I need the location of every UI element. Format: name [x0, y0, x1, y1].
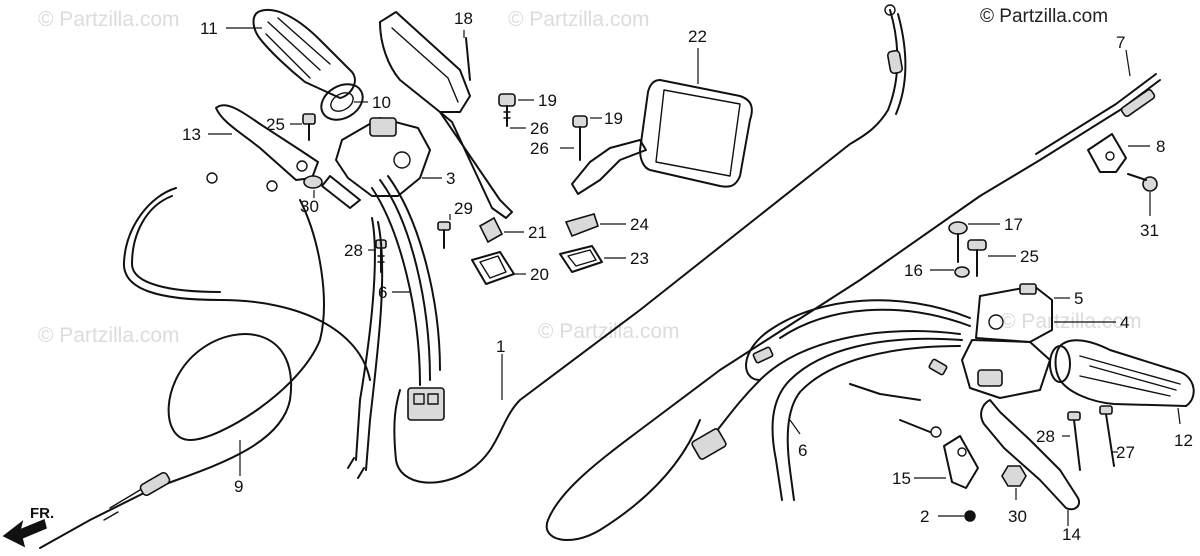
watermark: © Partzilla.com	[38, 324, 180, 347]
callout-19: 19	[538, 91, 557, 110]
washer[interactable]	[954, 266, 970, 278]
callout-23: 23	[630, 249, 649, 268]
left-grip[interactable]	[252, 9, 370, 127]
left-mirror[interactable]	[379, 11, 513, 219]
watermark: © Partzilla.com	[538, 320, 680, 343]
callout-24: 24	[630, 215, 649, 234]
cable-clip[interactable]	[1087, 133, 1127, 173]
callout-17: 17	[1004, 215, 1023, 234]
callout-30: 30	[300, 197, 319, 216]
front-direction-arrow: FR.	[2, 505, 54, 548]
callout-22: 22	[688, 27, 707, 46]
right-mirror[interactable]	[571, 79, 753, 195]
callout-25: 25	[1020, 247, 1039, 266]
callout-30: 30	[1008, 507, 1027, 526]
callout-3: 3	[446, 169, 455, 188]
callout-16: 16	[904, 261, 923, 280]
callout-26: 26	[530, 139, 549, 158]
lever-nut[interactable]	[303, 175, 323, 189]
callout-27: 27	[1116, 443, 1135, 462]
watermarks: © Partzilla.com © Partzilla.com © Partzi…	[38, 8, 1142, 347]
right-switch-housing[interactable]	[961, 283, 1053, 399]
callout-12: 12	[1174, 431, 1193, 450]
callouts: 11 10 25 13 30 3 18 19 26 19 26 22 24 23…	[182, 9, 1193, 544]
callout-26: 26	[530, 119, 549, 138]
watermark: © Partzilla.com	[508, 8, 650, 31]
callout-19: 19	[604, 109, 623, 128]
callout-7: 7	[1116, 33, 1125, 52]
throttle-cable[interactable]	[545, 73, 1161, 542]
right-switch-harness[interactable]	[691, 299, 971, 501]
brake-lever[interactable]	[980, 399, 1080, 511]
callout-9: 9	[234, 477, 243, 496]
callout-2: 2	[920, 507, 929, 526]
callout-18: 18	[454, 9, 473, 28]
callout-11: 11	[200, 19, 218, 38]
callout-10: 10	[372, 93, 391, 112]
clutch-cable[interactable]	[39, 172, 371, 549]
pivot-bolt[interactable]	[302, 113, 316, 141]
lever-nut[interactable]	[1001, 465, 1027, 487]
clutch-lever[interactable]	[215, 104, 319, 181]
callout-13: 13	[182, 125, 201, 144]
front-direction-label: FR.	[30, 505, 54, 522]
nut[interactable]	[964, 510, 976, 522]
mirror-bolt[interactable]	[572, 115, 588, 161]
pivot-bolt[interactable]	[967, 239, 987, 277]
callout-21: 21	[528, 223, 547, 242]
left-switch-harness[interactable]	[347, 175, 445, 479]
callout-28: 28	[344, 241, 363, 260]
left-switch-housing[interactable]	[321, 117, 431, 209]
callout-29: 29	[454, 199, 473, 218]
callout-25: 25	[266, 115, 285, 134]
screw[interactable]	[1067, 411, 1081, 471]
callout-1: 1	[496, 337, 505, 356]
callout-15: 15	[892, 469, 911, 488]
lever-bracket[interactable]	[943, 435, 979, 489]
clip[interactable]	[478, 216, 504, 244]
clip[interactable]	[564, 213, 600, 238]
mirror-bolt[interactable]	[498, 93, 516, 127]
callout-14: 14	[1062, 525, 1081, 544]
screw[interactable]	[1099, 405, 1115, 467]
bolt[interactable]	[1127, 173, 1158, 192]
callout-28: 28	[1036, 427, 1055, 446]
callout-5: 5	[1074, 289, 1083, 308]
watermark: © Partzilla.com	[38, 8, 180, 31]
plate[interactable]	[471, 251, 515, 285]
callout-8: 8	[1156, 137, 1165, 156]
callout-31: 31	[1140, 221, 1159, 240]
right-grip[interactable]	[1049, 339, 1195, 407]
callout-6: 6	[378, 283, 387, 302]
callout-6: 6	[798, 441, 807, 460]
throttle-cable[interactable]	[393, 4, 907, 484]
callout-20: 20	[530, 265, 549, 284]
screw[interactable]	[437, 221, 451, 249]
callout-4: 4	[1120, 313, 1129, 332]
plate[interactable]	[559, 245, 603, 273]
copyright-text: © Partzilla.com	[980, 6, 1108, 27]
screw[interactable]	[948, 221, 968, 263]
